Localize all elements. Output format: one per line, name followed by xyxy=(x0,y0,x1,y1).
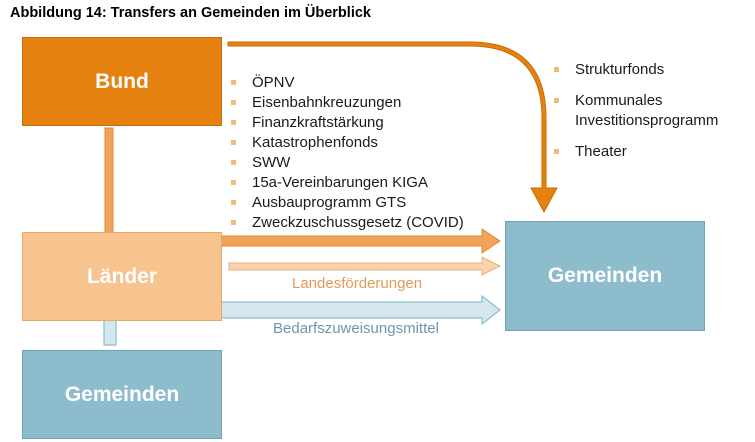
landesfoerderungen-label: Landesförderungen xyxy=(292,275,423,292)
list-item: Theater xyxy=(553,142,748,162)
bund-direct-list: Strukturfonds Kommunales Investitionspro… xyxy=(553,60,748,173)
gemeinden-source-label: Gemeinden xyxy=(64,382,180,406)
figure-title: Abbildung 14: Transfers an Gemeinden im … xyxy=(10,5,371,21)
list-item: ÖPNV xyxy=(230,73,464,93)
arrow-landesfoerderungen xyxy=(228,256,502,276)
gemeinden-target-box: Gemeinden xyxy=(505,221,705,331)
laender-box: Länder xyxy=(22,232,222,321)
list-item: Katastrophenfonds xyxy=(230,133,464,153)
bund-label: Bund xyxy=(95,69,149,93)
list-item: Eisenbahnkreuzungen xyxy=(230,93,464,113)
bund-box: Bund xyxy=(22,37,222,126)
list-item: Zweckzuschussgesetz (COVID) xyxy=(230,213,464,233)
laender-label: Länder xyxy=(86,264,157,288)
list-item: Kommunales Investitionsprogramm xyxy=(553,91,748,131)
list-item: 15a-Vereinbarungen KIGA xyxy=(230,173,464,193)
list-item: Finanzkraftstärkung xyxy=(230,113,464,133)
list-item: SWW xyxy=(230,153,464,173)
bund-transfer-list: ÖPNV Eisenbahnkreuzungen Finanzkraftstär… xyxy=(230,73,464,233)
arrow-bund-to-gemeinden-direct xyxy=(227,41,558,214)
gemeinden-source-box: Gemeinden xyxy=(22,350,222,439)
list-item: Ausbauprogramm GTS xyxy=(230,193,464,213)
list-item: Strukturfonds xyxy=(553,60,748,80)
bedarfszuweisungsmittel-label: Bedarfszuweisungsmittel xyxy=(273,320,439,337)
gemeinden-target-label: Gemeinden xyxy=(547,264,663,287)
